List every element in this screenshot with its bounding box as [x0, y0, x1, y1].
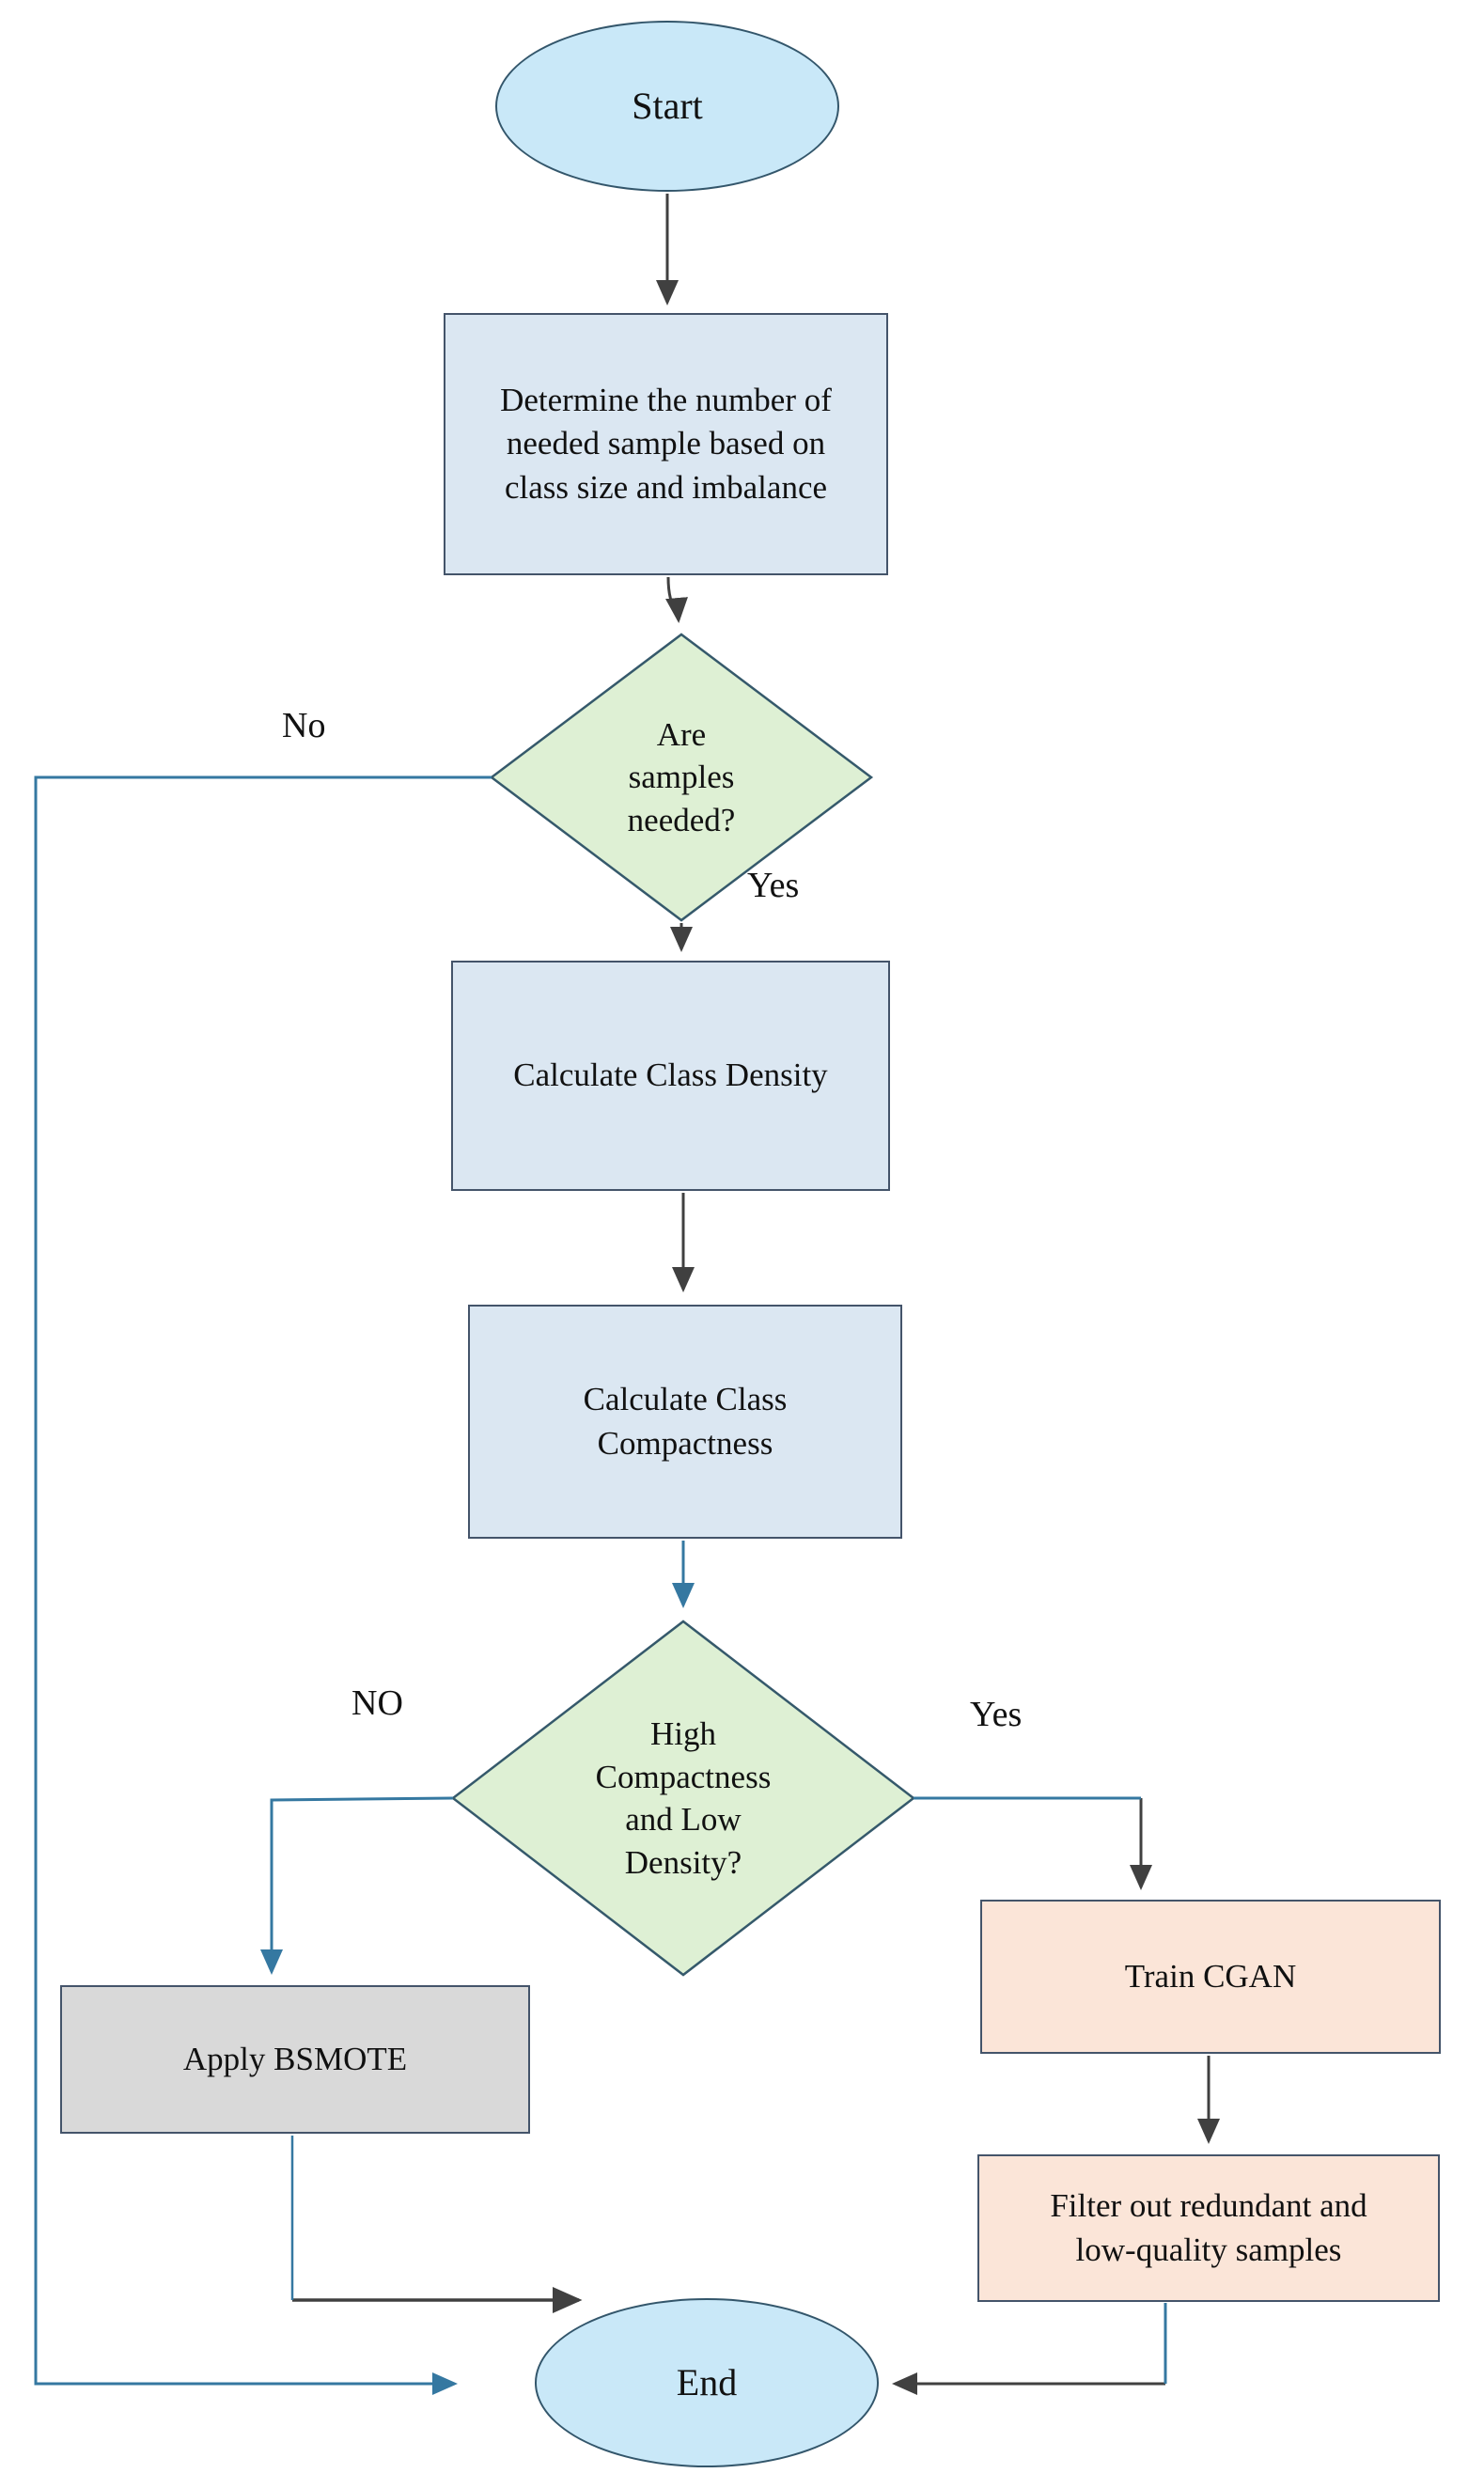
node-samples-needed-label: Are samples needed? — [627, 715, 736, 838]
node-determine-samples-label: Determine the number of needed sample ba… — [500, 382, 832, 506]
node-determine-samples: Determine the number of needed sample ba… — [444, 313, 888, 575]
node-apply-bsmote: Apply BSMOTE — [60, 1985, 530, 2134]
node-end-label: End — [676, 2360, 738, 2403]
decision-high-low-shape — [450, 1620, 916, 1977]
node-calculate-class-compactness-label: Calculate Class Compactness — [583, 1381, 788, 1462]
edge-label-no-high-low: NO — [351, 1683, 403, 1723]
node-train-cgan-label: Train CGAN — [1124, 1957, 1297, 1995]
edge-label-yes-samples-needed: Yes — [747, 866, 800, 905]
connector-highlow-no-path — [260, 1796, 454, 1975]
node-calculate-class-compactness: Calculate Class Compactness — [468, 1305, 902, 1539]
node-train-cgan: Train CGAN — [980, 1900, 1441, 2054]
node-start: Start — [495, 21, 839, 192]
decision-samples-needed-shape — [489, 633, 874, 922]
node-start-label: Start — [632, 84, 703, 127]
connector-no-long-path — [34, 775, 492, 2395]
node-calculate-class-density-label: Calculate Class Density — [513, 1057, 828, 1094]
edge-label-yes-high-low: Yes — [970, 1695, 1023, 1734]
node-apply-bsmote-label: Apply BSMOTE — [182, 2040, 408, 2077]
node-calculate-class-density: Calculate Class Density — [451, 961, 890, 1191]
node-filter-samples-label: Filter out redundant and low-quality sam… — [1050, 2187, 1367, 2268]
edge-label-no-samples-needed: No — [282, 706, 326, 745]
node-filter-samples: Filter out redundant and low-quality sam… — [977, 2154, 1440, 2302]
node-end: End — [535, 2298, 879, 2467]
connector-determine-to-samples-needed — [665, 576, 688, 623]
node-high-low-label: High Compactness and Low Density? — [595, 1715, 772, 1881]
